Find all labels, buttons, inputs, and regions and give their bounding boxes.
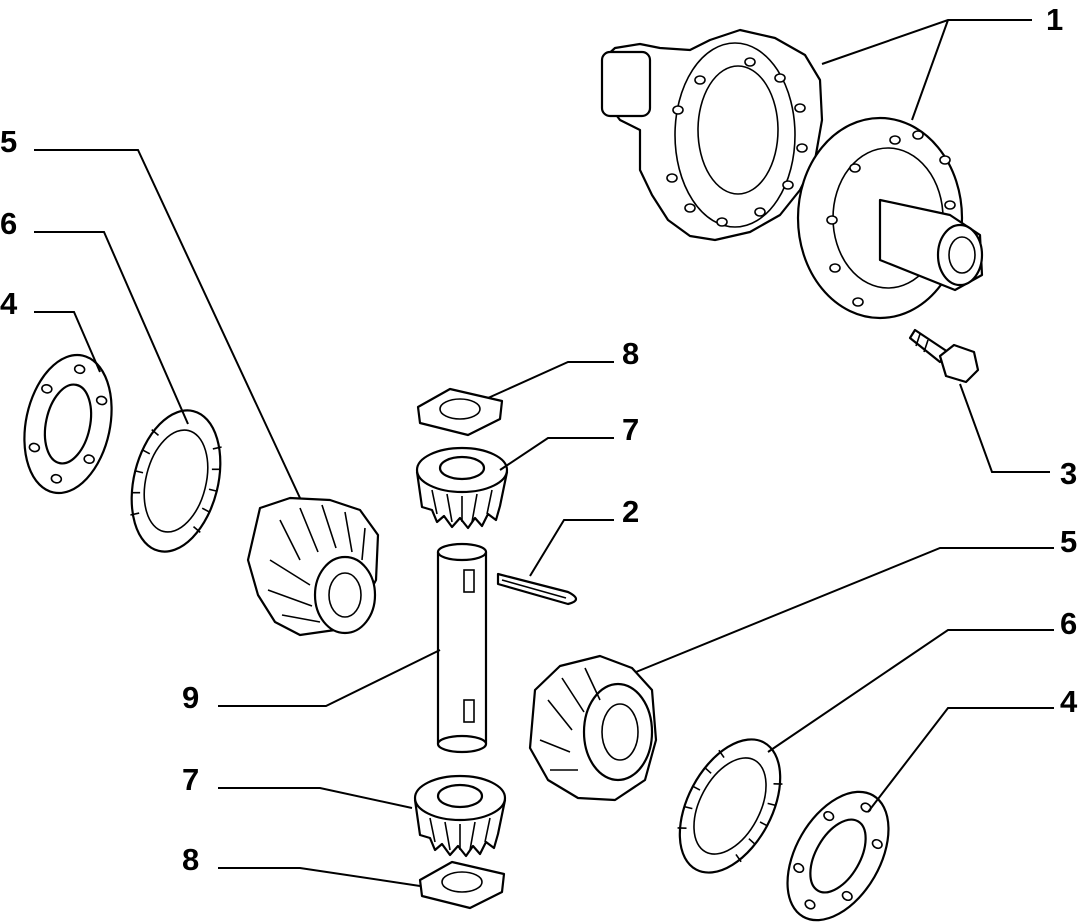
flat-washer-right [765,773,911,923]
callout-3: 3 [1060,456,1077,491]
leader-lines [34,19,1054,887]
callout-4-left: 4 [0,286,18,321]
callout-7-upper: 7 [622,412,639,447]
callout-1: 1 [1046,2,1063,37]
callout-5-right: 5 [1060,524,1077,559]
pinion-shaft [436,542,488,754]
thrust-washer-right [658,721,802,891]
leader-7a [499,437,614,471]
leader-8b [218,867,421,887]
leader-5b [635,547,1054,673]
leader-3 [959,383,1050,473]
callout-8-lower: 8 [182,842,199,877]
callout-2: 2 [622,494,639,529]
leader-5a [34,149,301,499]
side-gear-left [246,496,380,637]
bolt [908,328,980,384]
leader-6a [34,231,189,425]
callout-5-left: 5 [0,124,17,159]
leader-4b [867,707,1054,813]
shim-lower [418,860,506,910]
leader-8a [487,361,614,399]
shim-upper [416,387,504,437]
split-pin [496,572,578,606]
callout-6-left: 6 [0,206,17,241]
leader-1a [821,19,1032,65]
planet-gear-upper [415,446,509,530]
callout-8-upper: 8 [622,336,639,371]
flat-washer-left [11,345,125,503]
planet-gear-lower [413,774,507,858]
leader-4a [34,311,101,373]
leader-9 [218,649,441,707]
leader-6b [767,629,1054,753]
leader-1b [911,19,949,121]
callout-7-lower: 7 [182,762,199,797]
side-gear-right [528,654,658,802]
callout-4-right: 4 [1060,684,1078,719]
differential-case-left-half [600,28,824,242]
thrust-washer-left [116,399,236,563]
leader-7b [218,787,413,809]
callout-9: 9 [182,680,199,715]
differential-case-right-half [796,116,984,320]
callout-6-right: 6 [1060,606,1077,641]
leader-2 [529,519,614,577]
